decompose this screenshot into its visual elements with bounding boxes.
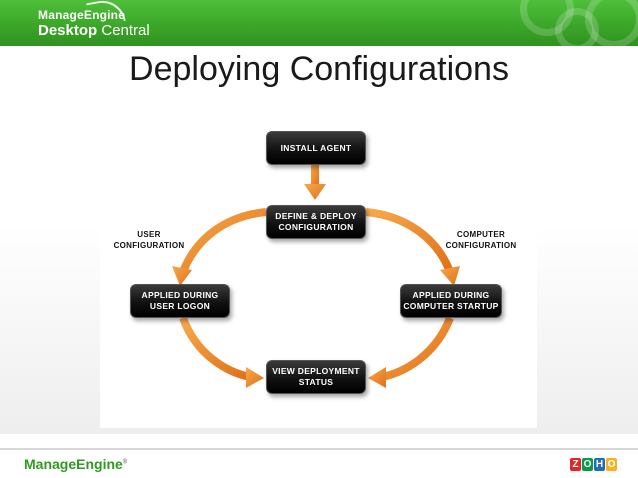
node-label-line2: USER LOGON: [149, 301, 211, 311]
footer-logo: ManageEngine®: [24, 456, 127, 472]
node-applied-user-logon: APPLIED DURING USER LOGON: [130, 284, 230, 318]
zoho-letter: H: [594, 458, 605, 471]
node-label-line1: DEFINE & DEPLOY: [275, 211, 357, 221]
footer-logo-mark: ®: [122, 459, 128, 466]
node-label: INSTALL AGENT: [280, 142, 352, 153]
footer-divider: [0, 448, 638, 450]
arrow-computer-startup-to-view-status: [368, 316, 454, 388]
label-line2: CONFIGURATION: [445, 241, 517, 250]
node-label-line1: APPLIED DURING: [141, 290, 219, 300]
header-banner: ManageEngine Desktop Central: [0, 0, 638, 46]
zoho-logo: Z O H O: [570, 458, 617, 471]
node-label-line1: APPLIED DURING: [412, 290, 490, 300]
arrow-install-to-define: [304, 164, 326, 200]
label-computer-configuration: COMPUTER CONFIGURATION: [436, 229, 526, 251]
label-line1: COMPUTER: [456, 230, 506, 239]
decorative-circle: [585, 0, 638, 46]
footer-logo-text: ManageEngine: [24, 456, 123, 472]
product-name-bold: Desktop: [38, 22, 98, 39]
node-label-line2: COMPUTER STARTUP: [403, 301, 499, 311]
node-label-line2: STATUS: [298, 377, 334, 387]
product-name: Desktop Central: [38, 22, 150, 39]
node-view-deployment-status: VIEW DEPLOYMENT STATUS: [266, 360, 366, 394]
label-line2: CONFIGURATION: [113, 241, 185, 250]
zoho-letter: Z: [570, 458, 581, 471]
arrow-define-to-computer-startup: [365, 208, 460, 286]
arrow-define-to-user-logon: [172, 208, 267, 286]
node-label-line2: CONFIGURATION: [278, 222, 354, 232]
node-label-line1: VIEW DEPLOYMENT: [272, 366, 360, 376]
product-name-rest: Central: [97, 22, 150, 39]
brand-name: ManageEngine: [38, 8, 126, 22]
slide-title: Deploying Configurations: [129, 50, 509, 88]
node-install-agent: INSTALL AGENT: [266, 131, 366, 165]
node-applied-computer-startup: APPLIED DURING COMPUTER STARTUP: [400, 284, 502, 318]
zoho-letter: O: [606, 458, 617, 471]
arrow-user-logon-to-view-status: [179, 316, 264, 388]
node-define-deploy-configuration: DEFINE & DEPLOY CONFIGURATION: [266, 205, 366, 239]
zoho-letter: O: [582, 458, 593, 471]
label-user-configuration: USER CONFIGURATION: [104, 229, 194, 251]
label-line1: USER: [137, 230, 161, 239]
